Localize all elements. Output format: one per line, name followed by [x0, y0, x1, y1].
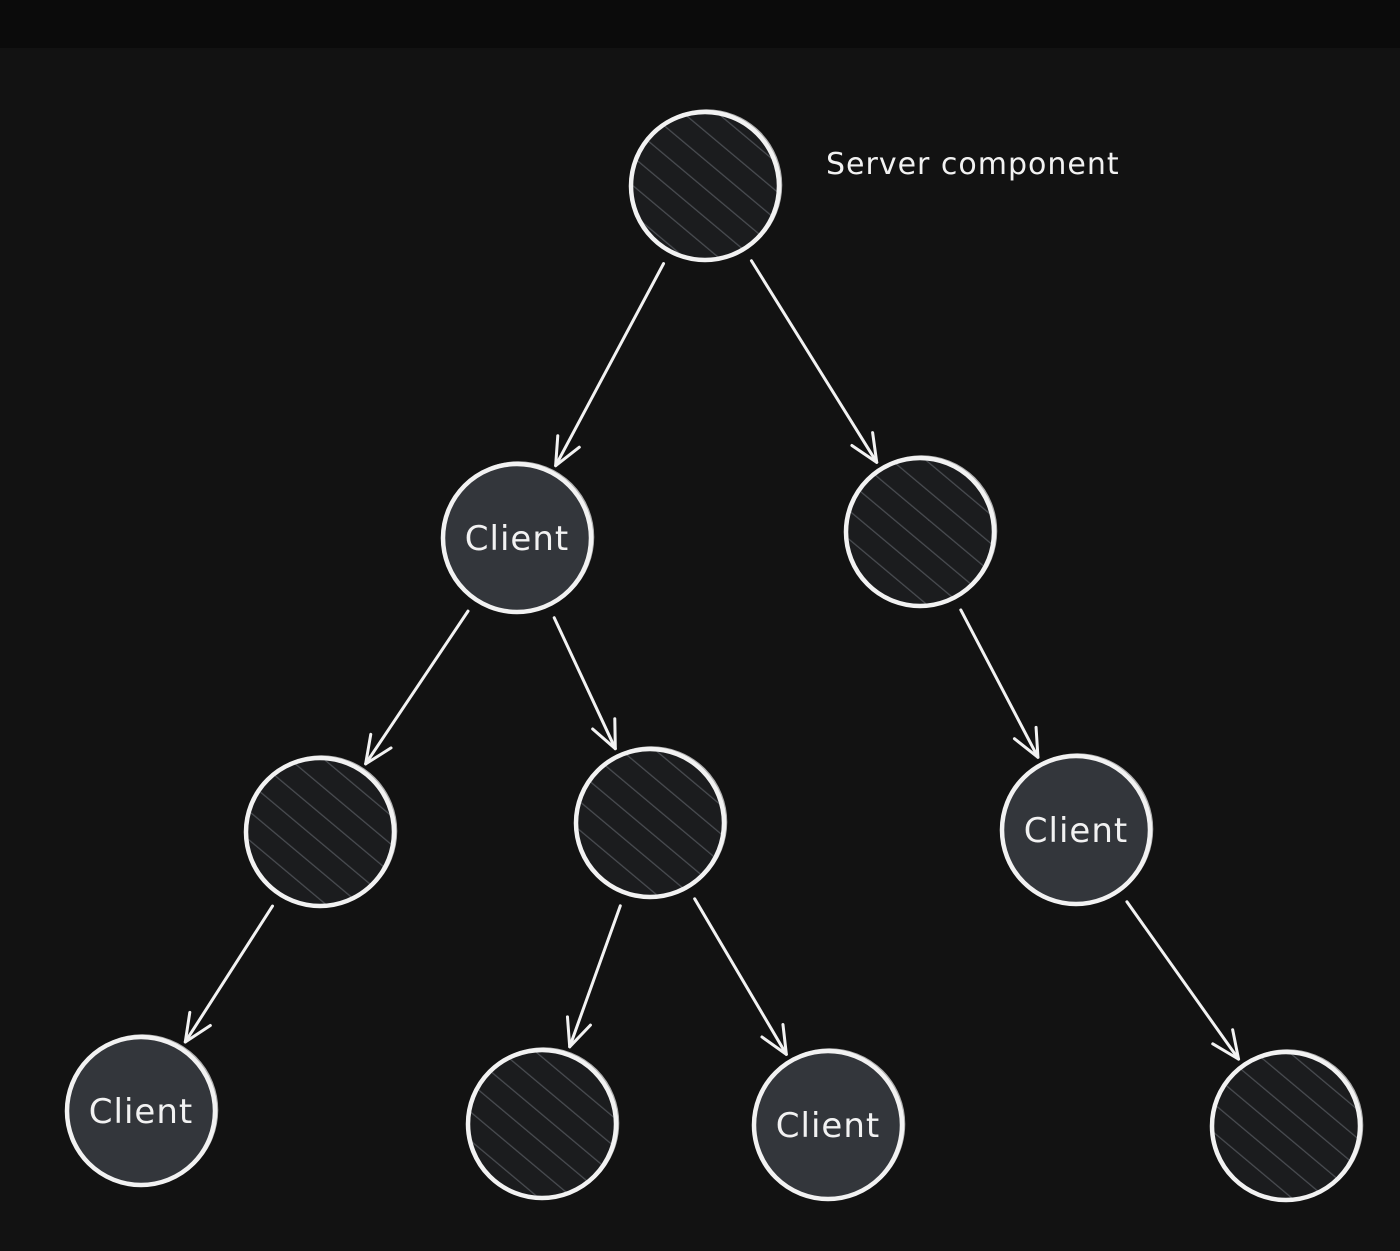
client-node-label: Client — [465, 519, 569, 559]
edge-arrow — [364, 609, 470, 766]
edge-arrow — [554, 262, 666, 468]
node-sketch-outline — [753, 1048, 906, 1200]
client-node: Client — [751, 1048, 906, 1202]
node-sketch-outline — [245, 755, 398, 907]
edge-line — [554, 262, 666, 468]
arrowhead-icon — [1012, 725, 1040, 759]
server-node — [243, 755, 398, 909]
client-node-label: Client — [1024, 811, 1128, 851]
client-node-label: Client — [89, 1092, 193, 1132]
edge-line — [364, 609, 470, 766]
edges-layer — [183, 259, 1241, 1061]
arrowhead-icon — [1211, 1028, 1241, 1061]
legend-server-component: Server component — [826, 147, 1120, 182]
server-node — [1209, 1049, 1364, 1203]
arrowhead-icon — [591, 717, 617, 751]
edge-line — [552, 616, 617, 751]
node-sketch-outline — [575, 746, 728, 898]
node-sketch-outline — [442, 461, 595, 613]
edge-line — [1125, 900, 1241, 1061]
client-node: Client — [440, 461, 595, 615]
arrowhead-icon — [554, 434, 581, 468]
edge-line — [959, 608, 1040, 759]
top-strip — [0, 0, 1400, 48]
edge-arrow — [959, 608, 1040, 759]
server-node — [628, 109, 783, 263]
arrowhead-icon — [565, 1015, 592, 1049]
edge-arrow — [183, 904, 274, 1044]
edge-line — [749, 259, 879, 464]
client-node: Client — [999, 753, 1154, 907]
arrowhead-icon — [760, 1023, 788, 1056]
server-node — [465, 1047, 620, 1201]
edge-arrow — [693, 897, 788, 1056]
edge-arrow — [749, 259, 879, 464]
node-sketch-outline — [1001, 753, 1154, 905]
arrowhead-icon — [364, 732, 393, 766]
client-node-label: Client — [776, 1106, 880, 1146]
server-node — [573, 746, 728, 900]
server-node — [843, 455, 998, 609]
node-sketch-outline — [467, 1047, 620, 1199]
node-sketch-outline — [630, 109, 783, 261]
node-sketch-outline — [66, 1034, 219, 1186]
edge-arrow — [552, 616, 617, 751]
edge-line — [183, 904, 274, 1044]
edge-arrow — [1125, 900, 1241, 1061]
edge-line — [568, 904, 622, 1049]
node-sketch-outline — [1211, 1049, 1364, 1201]
arrowhead-icon — [183, 1010, 212, 1044]
node-sketch-outline — [845, 455, 998, 607]
client-node: Client — [64, 1034, 219, 1188]
arrowhead-icon — [850, 431, 879, 464]
edge-line — [693, 897, 788, 1056]
edge-arrow — [565, 904, 622, 1049]
